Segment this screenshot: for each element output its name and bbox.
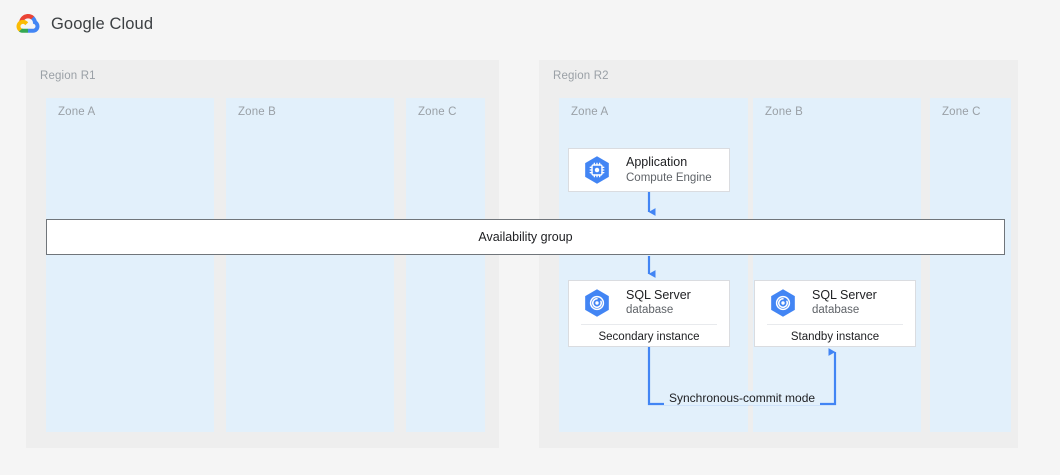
node-sql-standby-subtitle: database <box>812 304 860 317</box>
node-sql-secondary-footer: Secondary instance <box>581 324 717 343</box>
region-r1-zone-b: Zone B <box>226 98 394 432</box>
node-sql-standby[interactable]: SQL Server database Standby instance <box>754 280 916 347</box>
node-sql-standby-content: SQL Server database <box>755 281 915 324</box>
availability-group-label: Availability group <box>478 230 573 244</box>
availability-group-bar[interactable]: Availability group <box>46 219 1005 255</box>
node-application-title: Application <box>626 155 688 169</box>
region-r1-zone-a-label: Zone A <box>58 106 96 118</box>
region-r1-label: Region R1 <box>40 70 96 82</box>
node-sql-standby-footer: Standby instance <box>767 324 903 343</box>
compute-engine-icon <box>585 156 609 184</box>
region-r1-zone-c: Zone C <box>406 98 485 432</box>
region-r2-zone-b-label: Zone B <box>765 106 803 118</box>
google-cloud-logo-icon <box>16 14 40 33</box>
region-r1-zone-a: Zone A <box>46 98 214 432</box>
region-r2-zone-c-label: Zone C <box>942 106 981 118</box>
region-r1-zone-b-label: Zone B <box>238 106 276 118</box>
connector-secondary-to-standby-label: Synchronous-commit mode <box>664 391 821 405</box>
sql-database-icon <box>585 288 609 317</box>
node-application-subtitle: Compute Engine <box>626 171 712 184</box>
region-r2-zone-b: Zone B <box>753 98 921 432</box>
region-r2-label: Region R2 <box>553 70 609 82</box>
region-r2-zone-c: Zone C <box>930 98 1011 432</box>
node-sql-secondary[interactable]: SQL Server database Secondary instance <box>568 280 730 347</box>
node-application-content: Application Compute Engine <box>569 149 729 191</box>
node-sql-secondary-title: SQL Server <box>626 287 691 302</box>
node-sql-secondary-subtitle: database <box>626 304 674 317</box>
node-sql-secondary-content: SQL Server database <box>569 281 729 324</box>
region-r2-zone-a-label: Zone A <box>571 106 609 118</box>
node-application[interactable]: Application Compute Engine <box>568 148 730 192</box>
brand-title: Google Cloud <box>51 14 154 33</box>
region-r1-zone-c-label: Zone C <box>418 106 457 118</box>
node-sql-standby-title: SQL Server <box>812 287 877 302</box>
node-application-text: Application Compute Engine <box>626 155 712 185</box>
node-sql-secondary-text: SQL Server database <box>626 288 691 318</box>
sql-database-icon <box>771 288 795 317</box>
app-header: Google Cloud <box>0 0 1060 48</box>
node-sql-standby-text: SQL Server database <box>812 288 877 318</box>
